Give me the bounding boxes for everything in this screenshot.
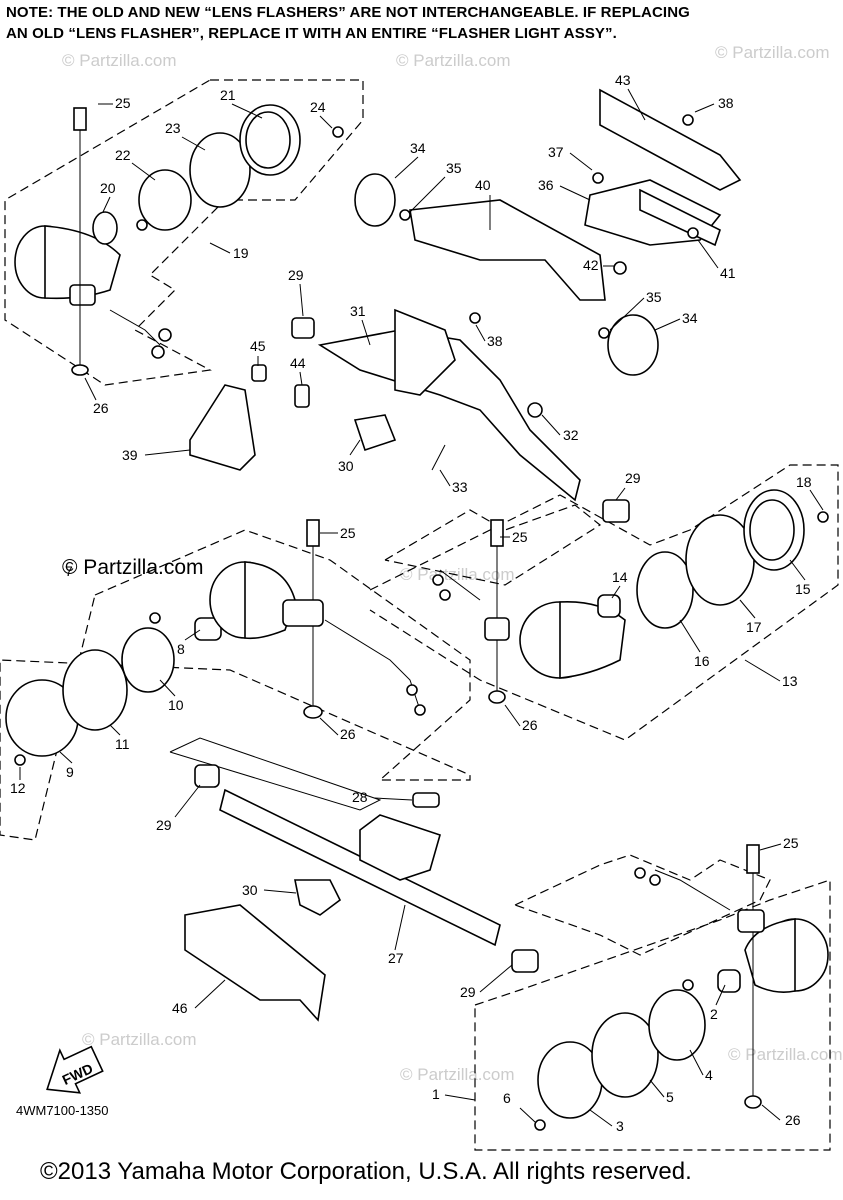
group-outline-13 (369, 464, 839, 741)
callout-13: 13 (782, 673, 798, 689)
callout-7: 7 (65, 563, 73, 579)
group-outline-1-inner (514, 854, 771, 956)
watermark-faint: © Partzilla.com (62, 51, 177, 70)
callout-31: 31 (350, 303, 366, 319)
group-outline-1 (474, 879, 831, 1151)
callout-18: 18 (796, 474, 812, 490)
callout-33: 33 (452, 479, 468, 495)
group-outline-7 (0, 529, 471, 841)
bracket-assembly-40-43 (354, 88, 742, 376)
callout-42: 42 (583, 257, 599, 273)
callout-41: 41 (720, 265, 736, 281)
callout-25: 25 (512, 529, 528, 545)
callout-35: 35 (646, 289, 662, 305)
callout-46: 46 (172, 1000, 188, 1016)
diagram-id: 4WM7100-1350 (16, 1103, 109, 1118)
callout-20: 20 (100, 180, 116, 196)
watermark-faint: © Partzilla.com (715, 43, 830, 62)
callout-9: 9 (66, 764, 74, 780)
watermark-faint: © Partzilla.com (728, 1045, 843, 1064)
flasher-light-13 (432, 489, 829, 704)
callout-44: 44 (290, 355, 306, 371)
callout-2: 2 (710, 1006, 718, 1022)
callout-6: 6 (503, 1090, 511, 1106)
flasher-light-19 (14, 104, 344, 376)
flasher-light-7 (5, 519, 426, 766)
copyright-text: ©2013 Yamaha Motor Corporation, U.S.A. A… (40, 1158, 692, 1185)
callout-19: 19 (233, 245, 249, 261)
callout-43: 43 (615, 72, 631, 88)
callout-34: 34 (682, 310, 698, 326)
group-outline-27 (169, 737, 382, 811)
callout-24: 24 (310, 99, 326, 115)
watermark-main: © Partzilla.com (62, 556, 204, 579)
callout-35: 35 (446, 160, 462, 176)
callout-30: 30 (242, 882, 258, 898)
callout-37: 37 (548, 144, 564, 160)
callout-11: 11 (115, 736, 130, 752)
callout-1: 1 (432, 1086, 440, 1102)
callout-34: 34 (410, 140, 426, 156)
callout-26: 26 (93, 400, 109, 416)
watermark-faint: © Partzilla.com (396, 51, 511, 70)
group-outline-13-inner (384, 504, 602, 586)
watermark-faint: © Partzilla.com (400, 1065, 515, 1084)
callout-32: 32 (563, 427, 579, 443)
note-line-2: AN OLD “LENS FLASHER”, REPLACE IT WITH A… (6, 25, 617, 42)
callout-15: 15 (795, 581, 811, 597)
callout-22: 22 (115, 147, 131, 163)
callout-3: 3 (616, 1118, 624, 1134)
callout-38: 38 (718, 95, 734, 111)
flasher-stay-31 (189, 308, 630, 523)
group-outline-19 (4, 79, 364, 386)
callout-27: 27 (388, 950, 404, 966)
flasher-light-1 (534, 844, 829, 1131)
note-text: NOTE: THE OLD AND NEW “LENS FLASHERS” AR… (6, 2, 836, 44)
callout-28: 28 (352, 789, 368, 805)
callout-30: 30 (338, 458, 354, 474)
callout-12: 12 (10, 780, 26, 796)
callout-25: 25 (783, 835, 799, 851)
callout-16: 16 (694, 653, 710, 669)
callout-14: 14 (612, 569, 628, 585)
callout-8: 8 (177, 641, 185, 657)
callout-26: 26 (785, 1112, 801, 1128)
note-line-1: NOTE: THE OLD AND NEW “LENS FLASHERS” AR… (6, 4, 690, 21)
callout-29: 29 (156, 817, 172, 833)
callout-26: 26 (340, 726, 356, 742)
callout-36: 36 (538, 177, 554, 193)
callout-17: 17 (746, 619, 762, 635)
callout-25: 25 (115, 95, 131, 111)
callout-38: 38 (487, 333, 503, 349)
callout-25: 25 (340, 525, 356, 541)
callout-29: 29 (460, 984, 476, 1000)
callout-40: 40 (475, 177, 491, 193)
callout-10: 10 (168, 697, 184, 713)
callout-4: 4 (705, 1067, 713, 1083)
callout-29: 29 (625, 470, 641, 486)
callout-labels: 25 21 24 23 22 20 19 26 43 38 34 35 37 4… (10, 72, 812, 1134)
callout-23: 23 (165, 120, 181, 136)
leader-lines (19, 88, 824, 1127)
watermark-faint: © Partzilla.com (82, 1030, 197, 1049)
callout-26: 26 (522, 717, 538, 733)
callout-21: 21 (220, 87, 236, 103)
callout-39: 39 (122, 447, 138, 463)
callout-29: 29 (288, 267, 304, 283)
flasher-stay-27 (184, 764, 539, 1022)
callout-5: 5 (666, 1089, 674, 1105)
callout-45: 45 (250, 338, 266, 354)
